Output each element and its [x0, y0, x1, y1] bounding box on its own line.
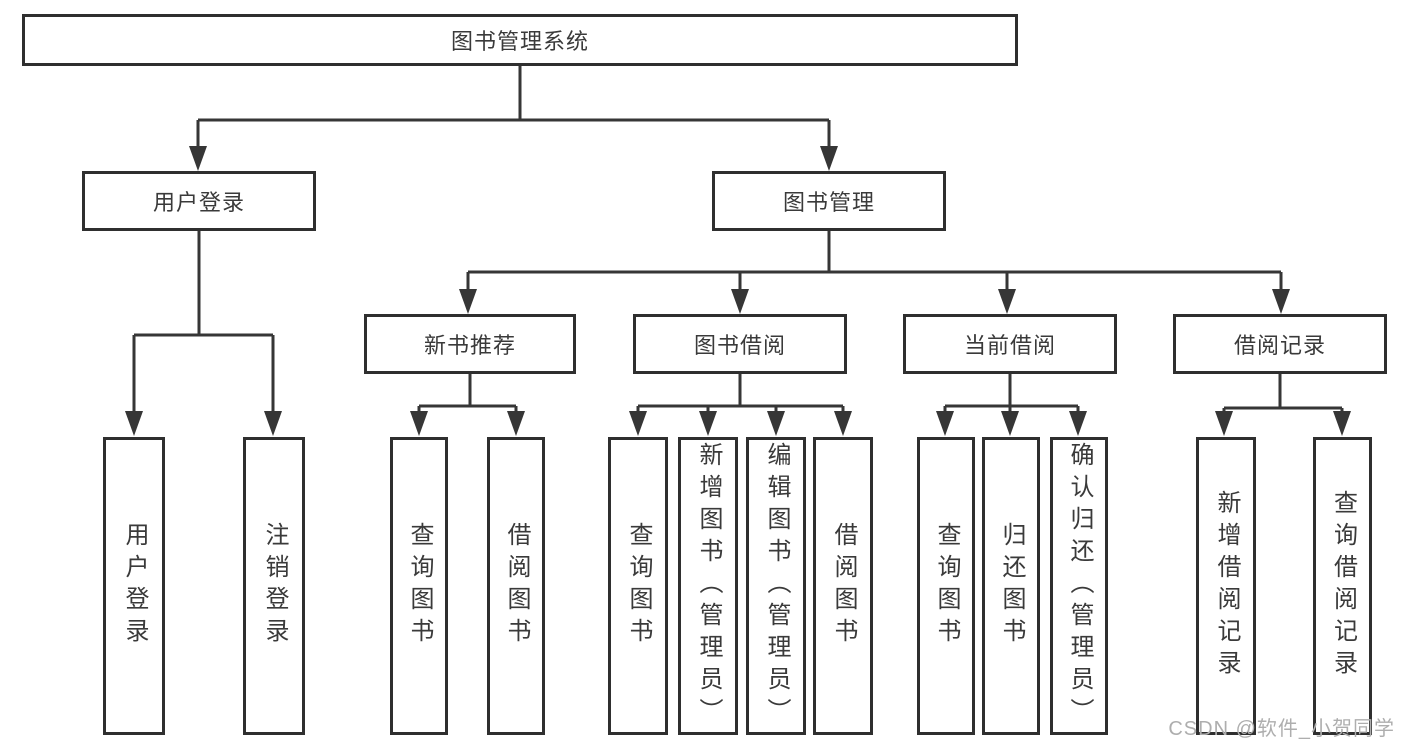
leaf-add-borrow-record-label: 新增借阅记录	[1213, 490, 1240, 682]
leaf-borrow-books-2: 借阅图书	[813, 437, 873, 735]
node-current-borrowing: 当前借阅	[903, 314, 1117, 374]
leaf-add-books-admin-label: 新增图书（管理员）	[695, 442, 722, 730]
node-root-label: 图书管理系统	[450, 29, 589, 54]
leaf-user-login: 用户登录	[103, 437, 165, 735]
leaf-borrow-books-1-label: 借阅图书	[503, 522, 530, 650]
node-book-borrowing-label: 图书借阅	[693, 333, 786, 358]
leaf-edit-books-admin: 编辑图书（管理员）	[746, 437, 806, 735]
leaf-return-books: 归还图书	[982, 437, 1040, 735]
leaf-confirm-return-admin: 确认归还（管理员）	[1050, 437, 1108, 735]
leaf-query-books-1: 查询图书	[390, 437, 448, 735]
leaf-query-borrow-record-label: 查询借阅记录	[1329, 490, 1357, 682]
leaf-query-books-3-label: 查询图书	[933, 522, 960, 650]
node-book-management: 图书管理	[712, 171, 946, 231]
node-new-book-recommend-label: 新书推荐	[423, 333, 516, 358]
node-user-login: 用户登录	[82, 171, 316, 231]
leaf-add-borrow-record: 新增借阅记录	[1196, 437, 1256, 735]
arrowheads	[125, 146, 1351, 436]
leaf-logout-label: 注销登录	[261, 522, 288, 650]
leaf-borrow-books-1: 借阅图书	[487, 437, 545, 735]
node-book-management-label: 图书管理	[782, 190, 875, 215]
leaf-user-login-label: 用户登录	[121, 522, 148, 650]
leaf-borrow-books-2-label: 借阅图书	[830, 522, 857, 650]
node-current-borrowing-label: 当前借阅	[963, 333, 1056, 358]
leaf-query-books-1-label: 查询图书	[406, 522, 433, 650]
leaf-query-books-2: 查询图书	[608, 437, 668, 735]
leaf-return-books-label: 归还图书	[998, 522, 1025, 650]
leaf-query-borrow-record: 查询借阅记录	[1313, 437, 1372, 735]
leaf-logout: 注销登录	[243, 437, 305, 735]
node-new-book-recommend: 新书推荐	[364, 314, 576, 374]
node-user-login-label: 用户登录	[152, 190, 245, 215]
node-borrowing-records: 借阅记录	[1173, 314, 1387, 374]
leaf-query-books-2-label: 查询图书	[625, 522, 652, 650]
leaf-confirm-return-admin-label: 确认归还（管理员）	[1066, 442, 1093, 730]
node-book-borrowing: 图书借阅	[633, 314, 847, 374]
connector-segments	[132, 66, 1344, 412]
leaf-edit-books-admin-label: 编辑图书（管理员）	[763, 442, 790, 730]
node-root-library-system: 图书管理系统	[22, 14, 1018, 66]
leaf-query-books-3: 查询图书	[917, 437, 975, 735]
leaf-add-books-admin: 新增图书（管理员）	[678, 437, 738, 735]
node-borrowing-records-label: 借阅记录	[1233, 333, 1326, 358]
csdn-watermark: CSDN @软件_小贺同学	[1168, 718, 1395, 740]
